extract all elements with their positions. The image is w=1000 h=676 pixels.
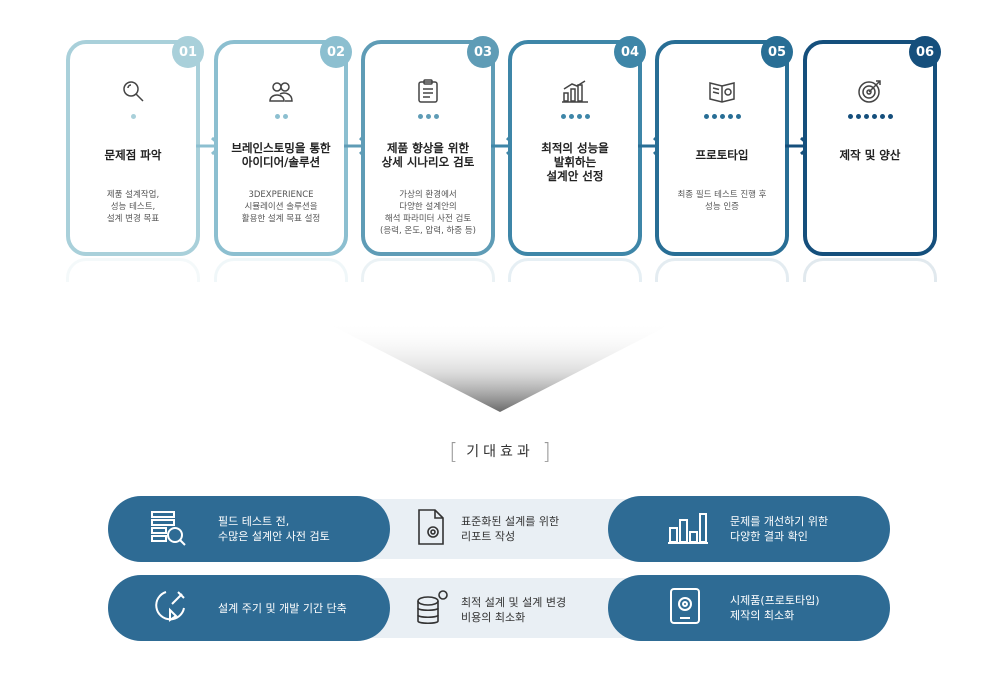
step-title: 제작 및 양산 xyxy=(839,148,901,162)
effect-cycle-text: 설계 주기 및 개발 기간 단축 xyxy=(218,601,347,615)
effect-cost-text: 최적 설계 및 설계 변경 비용의 최소화 xyxy=(461,596,567,624)
step-dots xyxy=(659,114,785,119)
effect-prototype-pill: 시제품(프로토타입) 제작의 최소화 xyxy=(608,575,890,641)
bar-chart-icon xyxy=(512,78,638,104)
step-number-badge: 05 xyxy=(761,36,793,68)
process-step-06: 06 제작 및 양산 xyxy=(803,36,941,256)
step-dots xyxy=(218,114,344,119)
bar-chart-icon xyxy=(668,510,708,548)
cycle-pencil-icon xyxy=(152,588,190,628)
effect-field-test-pill: 필드 테스트 전, 수많은 설계안 사전 검토 xyxy=(108,496,390,562)
step-number-badge: 01 xyxy=(172,36,204,68)
step-title: 프로토타입 xyxy=(695,148,749,162)
effects-heading-text: 기대효과 xyxy=(466,444,534,460)
step-description: 제품 설계작업,성능 테스트,설계 변경 목표 xyxy=(106,190,160,224)
effect-prototype-text: 시제품(프로토타입) 제작의 최소화 xyxy=(730,594,820,622)
step-number-badge: 03 xyxy=(467,36,499,68)
bracket-right: ] xyxy=(542,440,551,465)
people-icon xyxy=(218,78,344,104)
coins-gear-icon xyxy=(415,589,449,631)
search-icon xyxy=(70,78,196,104)
step-number-badge: 02 xyxy=(320,36,352,68)
effect-results-pill: 문제를 개선하기 위한 다양한 결과 확인 xyxy=(608,496,890,562)
step-dots xyxy=(807,114,933,119)
effect-cycle-pill: 설계 주기 및 개발 기간 단축 xyxy=(108,575,390,641)
step-reflection xyxy=(508,258,642,282)
clipboard-icon xyxy=(365,78,491,104)
document-gear-icon xyxy=(415,508,449,550)
step-reflection xyxy=(655,258,789,282)
effect-field-test-text: 필드 테스트 전, 수많은 설계안 사전 검토 xyxy=(218,515,330,543)
step-number-badge: 06 xyxy=(909,36,941,68)
effect-cost-item: 최적 설계 및 설계 변경 비용의 최소화 xyxy=(415,589,566,631)
target-icon xyxy=(807,78,933,104)
bracket-left: [ xyxy=(449,440,458,465)
step-dots xyxy=(512,114,638,119)
effect-report-item: 표준화된 설계를 위한 리포트 작성 xyxy=(415,508,559,550)
effect-report-text: 표준화된 설계를 위한 리포트 작성 xyxy=(461,515,560,543)
step-title: 문제점 파악 xyxy=(104,148,162,162)
book-icon xyxy=(659,78,785,104)
step-reflection xyxy=(66,258,200,282)
effect-results-text: 문제를 개선하기 위한 다양한 결과 확인 xyxy=(730,515,829,543)
step-reflection xyxy=(214,258,348,282)
search-list-icon xyxy=(150,508,190,550)
effects-heading: [ 기대효과 ] xyxy=(0,440,1000,465)
step-dots xyxy=(70,114,196,119)
step-number-badge: 04 xyxy=(614,36,646,68)
step-reflection xyxy=(803,258,937,282)
device-gear-icon xyxy=(668,587,708,629)
step-reflection xyxy=(361,258,495,282)
step-dots xyxy=(365,114,491,119)
